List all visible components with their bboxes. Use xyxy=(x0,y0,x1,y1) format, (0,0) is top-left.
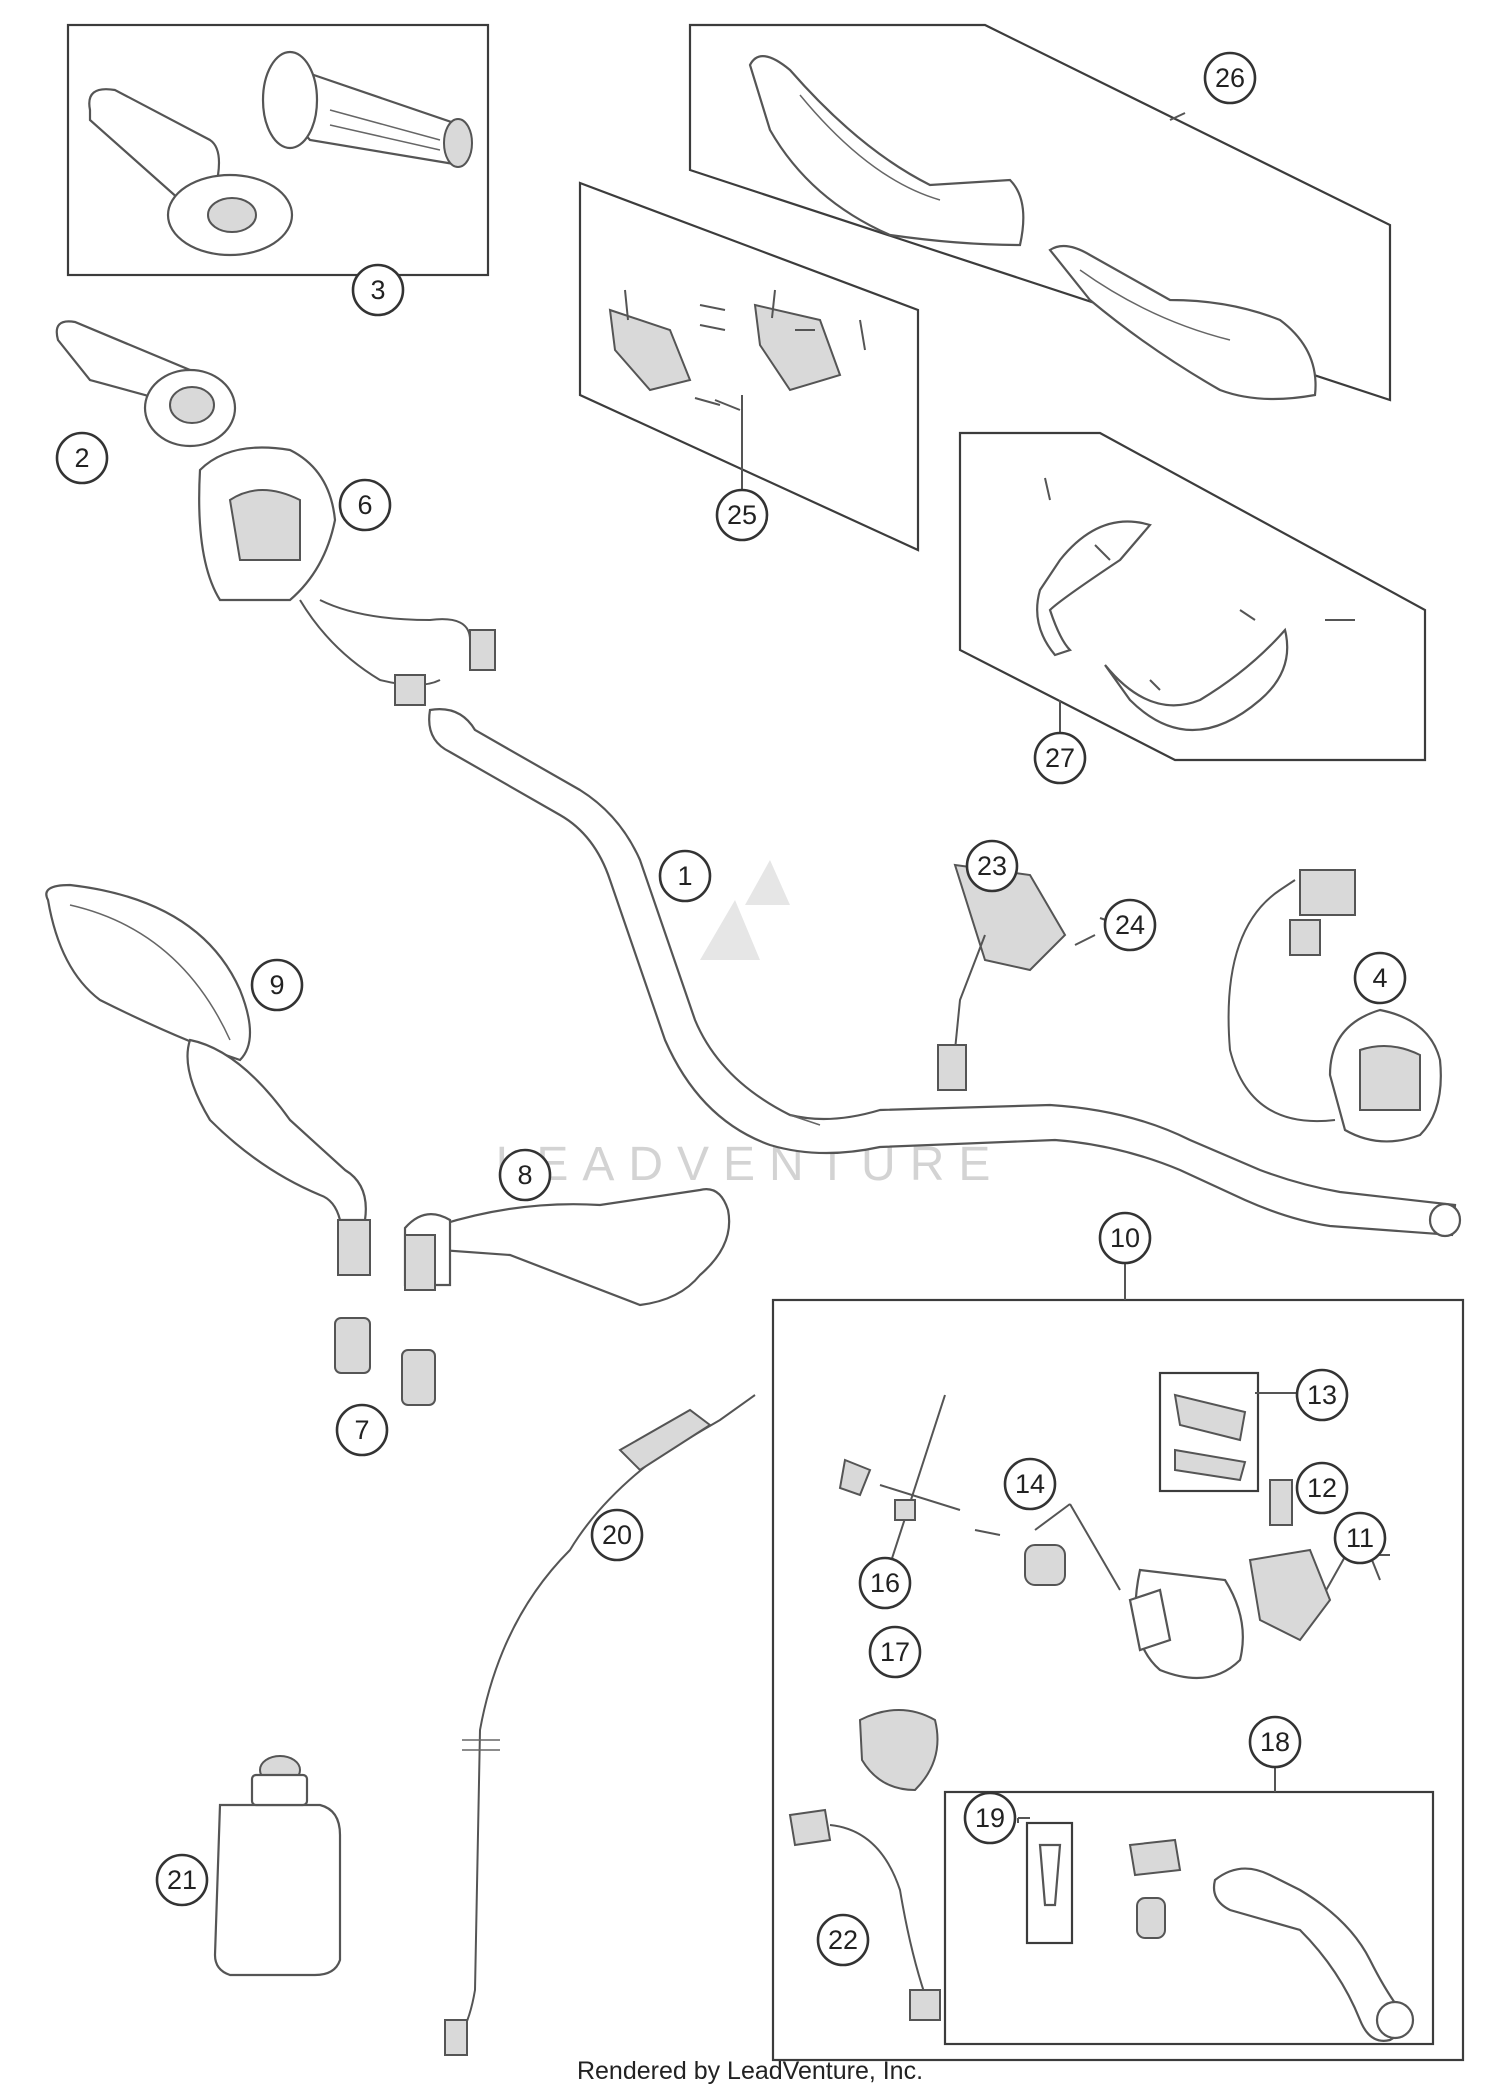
svg-text:18: 18 xyxy=(1260,1727,1290,1757)
group-frames xyxy=(66,23,1465,2062)
frame-master-cylinder xyxy=(771,1298,1465,2062)
callout-25: 25 xyxy=(715,488,769,542)
svg-text:26: 26 xyxy=(1215,63,1245,93)
callout-18: 18 xyxy=(1248,1715,1302,1769)
callout-22: 22 xyxy=(816,1913,870,1967)
svg-text:2: 2 xyxy=(74,443,89,473)
svg-text:19: 19 xyxy=(975,1803,1005,1833)
watermark-logo xyxy=(700,860,790,960)
svg-text:9: 9 xyxy=(269,970,284,1000)
frame-lever xyxy=(943,1790,1435,2046)
watermark: LEADVENTURE xyxy=(496,860,990,1191)
callout-6: 6 xyxy=(338,478,392,532)
svg-text:7: 7 xyxy=(354,1415,369,1445)
svg-text:21: 21 xyxy=(167,1865,197,1895)
frame-grips xyxy=(66,23,490,277)
right-switch xyxy=(1227,869,1442,1143)
right-mirror xyxy=(403,1188,731,1307)
handguard-shells xyxy=(748,55,1317,401)
callout-21: 21 xyxy=(155,1853,209,1907)
callout-17: 17 xyxy=(868,1625,922,1679)
svg-text:10: 10 xyxy=(1110,1223,1140,1253)
svg-text:16: 16 xyxy=(870,1568,900,1598)
svg-text:17: 17 xyxy=(880,1637,910,1667)
callout-9: 9 xyxy=(250,958,304,1012)
brake-light-wire xyxy=(788,1808,941,2021)
brake-lever xyxy=(1038,1838,1415,2042)
callout-12: 12 xyxy=(1295,1461,1349,1515)
callout-8: 8 xyxy=(498,1148,552,1202)
callout-19: 19 xyxy=(963,1791,1017,1845)
callout-7: 7 xyxy=(335,1403,389,1457)
mirror-adapters xyxy=(334,1317,436,1406)
callout-2: 2 xyxy=(55,431,109,485)
left-mirror xyxy=(45,883,371,1276)
callout-27: 27 xyxy=(1033,731,1087,785)
svg-text:22: 22 xyxy=(828,1925,858,1955)
svg-text:20: 20 xyxy=(602,1520,632,1550)
frame-reservoir-cover xyxy=(1158,1371,1260,1493)
svg-text:12: 12 xyxy=(1307,1473,1337,1503)
callout-4: 4 xyxy=(1353,951,1407,1005)
handguard-brackets xyxy=(1036,477,1355,731)
svg-text:3: 3 xyxy=(370,275,385,305)
brake-fluid-bottle xyxy=(213,1755,342,1977)
throttle-grip xyxy=(55,320,237,448)
callout-11: 11 xyxy=(1333,1511,1387,1565)
left-switch xyxy=(198,446,496,706)
svg-text:8: 8 xyxy=(517,1160,532,1190)
svg-text:24: 24 xyxy=(1115,910,1145,940)
frame-handguard-brackets xyxy=(958,431,1427,762)
callout-24: 24 xyxy=(1103,898,1157,952)
master-cylinder-parts xyxy=(838,1393,1332,1792)
callout-26: 26 xyxy=(1203,51,1257,105)
svg-text:13: 13 xyxy=(1307,1380,1337,1410)
frame-handguards xyxy=(688,23,1392,402)
callout-16: 16 xyxy=(858,1556,912,1610)
frame-pivot-bolt xyxy=(1025,1821,1074,1945)
grip-set xyxy=(88,50,473,257)
handlebar xyxy=(428,708,1462,1238)
handguard-clamps xyxy=(608,289,866,411)
brake-switch xyxy=(937,863,1096,1091)
brake-hose xyxy=(444,1394,756,2056)
callout-13: 13 xyxy=(1295,1368,1349,1422)
svg-text:27: 27 xyxy=(1045,743,1075,773)
callout-20: 20 xyxy=(590,1508,644,1562)
callout-1: 1 xyxy=(658,849,712,903)
callout-10: 10 xyxy=(1098,1211,1152,1265)
svg-text:23: 23 xyxy=(977,851,1007,881)
frame-clamps xyxy=(578,181,920,552)
svg-text:25: 25 xyxy=(727,500,757,530)
svg-text:11: 11 xyxy=(1346,1523,1374,1553)
svg-text:6: 6 xyxy=(357,490,372,520)
footer-credit: Rendered by LeadVenture, Inc. xyxy=(576,2057,924,2085)
callout-3: 3 xyxy=(351,263,405,317)
callout-23: 23 xyxy=(965,839,1019,893)
svg-text:14: 14 xyxy=(1015,1469,1045,1499)
callout-14: 14 xyxy=(1003,1457,1057,1511)
svg-text:1: 1 xyxy=(677,861,692,891)
svg-text:4: 4 xyxy=(1372,963,1387,993)
